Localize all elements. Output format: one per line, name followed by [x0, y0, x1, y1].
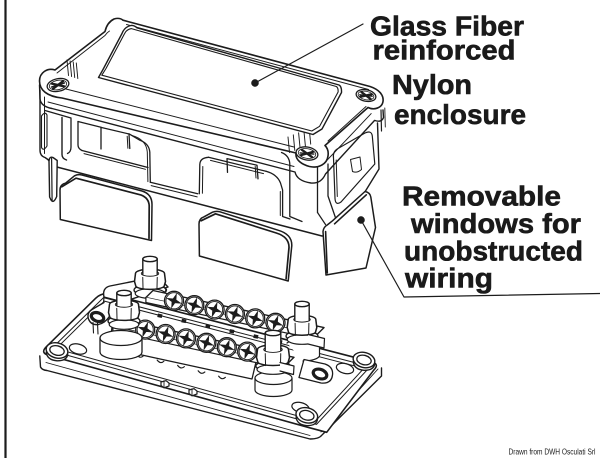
- svg-text:Removable: Removable: [402, 181, 561, 212]
- svg-text:wiring: wiring: [404, 263, 493, 294]
- svg-text:Nylon: Nylon: [392, 69, 472, 100]
- svg-text:reinforced: reinforced: [373, 35, 516, 66]
- svg-text:windows for: windows for: [410, 208, 581, 239]
- svg-text:enclosure: enclosure: [394, 99, 526, 130]
- svg-text:Drawn from DWH Osculati Srl: Drawn from DWH Osculati Srl: [509, 447, 596, 457]
